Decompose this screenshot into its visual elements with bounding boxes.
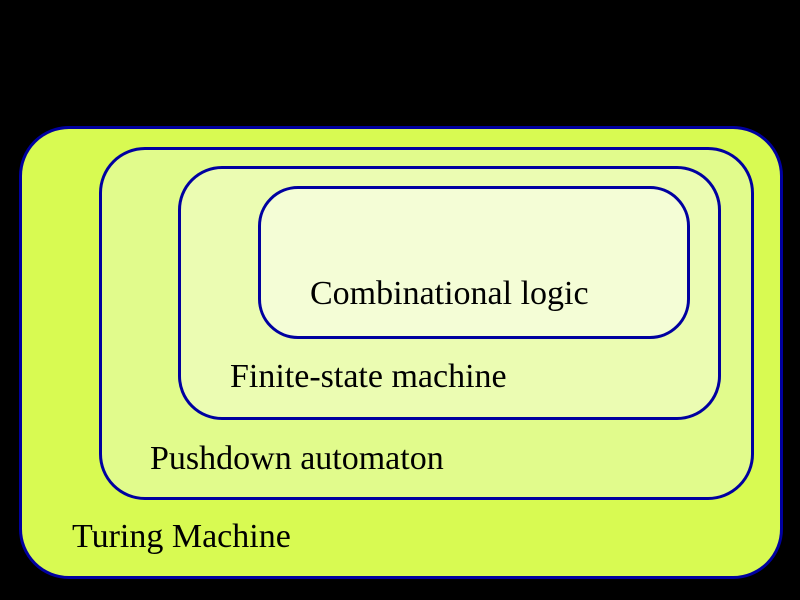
combinational-logic-set: Combinational logic bbox=[258, 186, 690, 339]
turing-machine-label: Turing Machine bbox=[72, 518, 291, 555]
pushdown-automaton-label: Pushdown automaton bbox=[150, 440, 444, 477]
finite-state-machine-label: Finite-state machine bbox=[230, 358, 507, 395]
combinational-logic-label: Combinational logic bbox=[310, 275, 589, 312]
